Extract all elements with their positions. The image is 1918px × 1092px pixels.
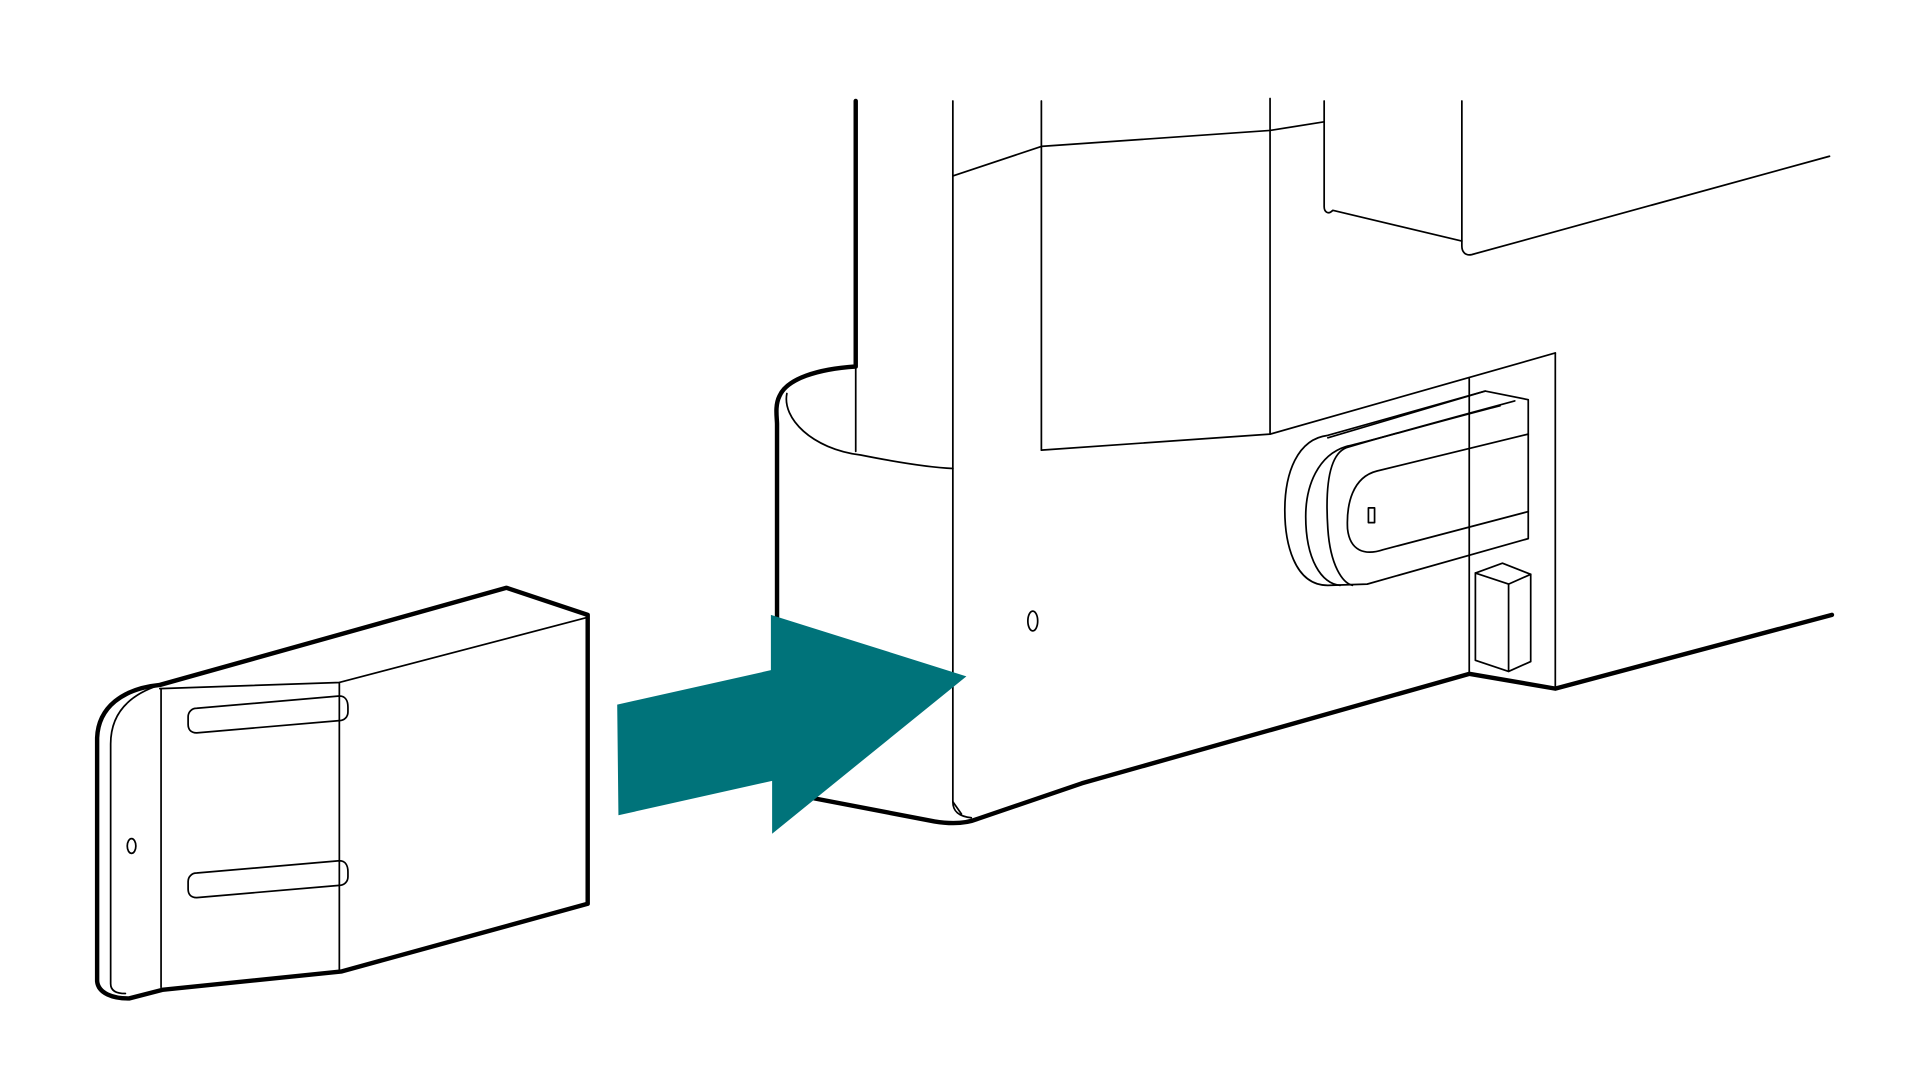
module-hole (126, 837, 137, 855)
chassis-outline-bottom (784, 612, 1835, 826)
slot-upper (187, 695, 349, 734)
chassis (774, 97, 1835, 826)
screw-hole (1026, 610, 1039, 632)
insert-arrow-icon (617, 614, 967, 834)
chassis-outline-left (774, 98, 858, 790)
latch-handle (1283, 390, 1530, 587)
connector-block (1474, 562, 1532, 673)
removable-module (94, 585, 590, 1001)
slot-lower (187, 859, 349, 899)
